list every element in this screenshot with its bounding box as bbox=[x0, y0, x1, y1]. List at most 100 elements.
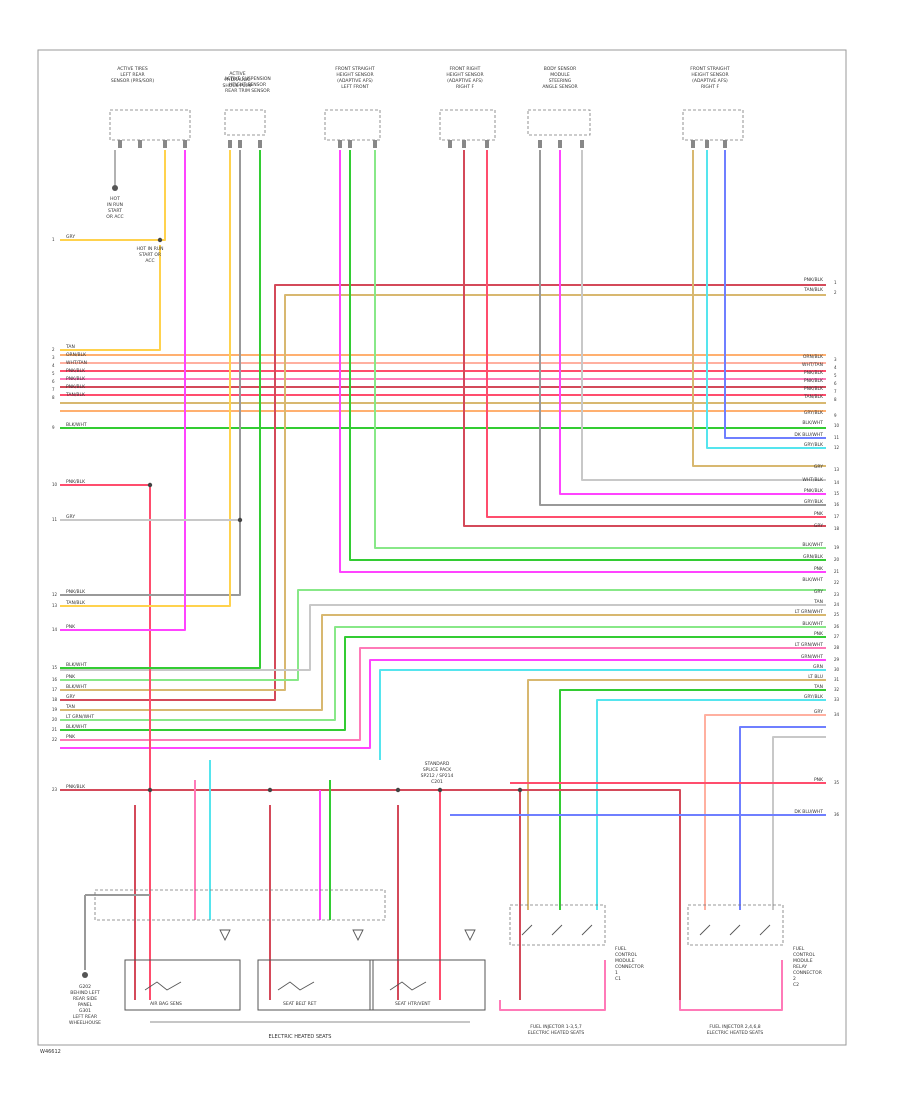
splice-label: SP212 / SP214 bbox=[421, 773, 454, 779]
wire-color-label: PNK bbox=[814, 631, 824, 637]
wire-color-label: BLK/WHT bbox=[66, 724, 87, 730]
feed-wire bbox=[60, 150, 186, 631]
pin-number: 36 bbox=[834, 812, 840, 817]
pin-number: 2 bbox=[52, 347, 55, 352]
wire-color-label: BLK/WHT bbox=[66, 684, 87, 690]
connector-pin bbox=[118, 140, 122, 148]
bus-wire-mid bbox=[60, 626, 826, 721]
module-label: SEAT HTR/VENT bbox=[395, 1001, 431, 1007]
pin-number: 23 bbox=[834, 592, 840, 597]
pin-number: 27 bbox=[834, 634, 840, 639]
component-label: HYDRAULIC bbox=[225, 77, 251, 83]
component-box bbox=[109, 109, 191, 141]
pin-number: 17 bbox=[52, 687, 58, 692]
pin-number: 11 bbox=[834, 435, 840, 440]
component-label: MODULE bbox=[550, 72, 570, 78]
splice-dot bbox=[147, 482, 153, 488]
connector-pin bbox=[183, 140, 187, 148]
wire-color-label: GRY/BLK bbox=[804, 694, 824, 700]
pin-number: 33 bbox=[834, 697, 840, 702]
switch-symbol bbox=[277, 981, 315, 991]
wire-color-label: BLK/WHT bbox=[802, 420, 823, 426]
component-label: HEIGHT SENSOR bbox=[336, 72, 373, 78]
relay-box bbox=[687, 904, 784, 946]
connector-pin bbox=[580, 140, 584, 148]
component-label: ACTIVE TIRES bbox=[117, 66, 148, 72]
relay-feed bbox=[739, 726, 826, 910]
ground-label: LEFT REAR bbox=[73, 1014, 97, 1020]
pin-number: 10 bbox=[52, 482, 58, 487]
wire-color-label: BLK/WHT bbox=[802, 542, 823, 548]
wire-color-label: LT BLU bbox=[808, 674, 823, 680]
component-label: ACTIVE bbox=[229, 71, 245, 77]
wire-color-label: GRN bbox=[813, 664, 823, 670]
pin-number: 3 bbox=[52, 355, 55, 360]
connector-pin bbox=[338, 140, 342, 148]
pin-number: 18 bbox=[834, 526, 840, 531]
component-label: STEERING bbox=[549, 78, 572, 84]
pin-number: 22 bbox=[52, 737, 58, 742]
pin-number: 26 bbox=[834, 624, 840, 629]
component-label: RIGHT F bbox=[701, 84, 720, 90]
feed-wire bbox=[60, 150, 241, 596]
pin-number: 16 bbox=[52, 677, 58, 682]
component-label: (ADAPTIVE AFS) bbox=[692, 78, 728, 84]
feed-wire bbox=[60, 484, 151, 1000]
wire-color-label: GRY bbox=[66, 234, 75, 240]
wire-color-label: GRY/BLK bbox=[804, 410, 824, 416]
wire-color-label: TAN/BLK bbox=[65, 392, 86, 398]
wire-color-label: GRY/BLK bbox=[804, 499, 824, 505]
wire-color-label: BLK/WHT bbox=[802, 621, 823, 627]
footer-code: W46612 bbox=[40, 1049, 61, 1055]
component-box bbox=[439, 109, 496, 141]
relay-label: CONNECTOR bbox=[793, 970, 822, 976]
pin-number: 16 bbox=[834, 502, 840, 507]
component-box bbox=[527, 109, 591, 136]
pin-number: 6 bbox=[52, 379, 55, 384]
feed-wire bbox=[60, 150, 261, 669]
wire-color-label: DK BLU/WHT bbox=[794, 809, 823, 815]
component-label: (ADAPTIVE AFS) bbox=[337, 78, 373, 84]
pin-number: 28 bbox=[834, 645, 840, 650]
pin-number: 29 bbox=[834, 657, 840, 662]
component-box bbox=[324, 109, 381, 141]
wire-color-label: TAN bbox=[65, 344, 75, 350]
wire-color-label: PNK/BLK bbox=[804, 370, 824, 376]
bus-wire-top bbox=[60, 294, 826, 691]
connector-pin bbox=[558, 140, 562, 148]
pin-number: 6 bbox=[834, 381, 837, 386]
connector-pin bbox=[373, 140, 377, 148]
relay-label: C1 bbox=[615, 976, 621, 982]
splice-dot bbox=[517, 787, 523, 793]
relay-label: 2 bbox=[793, 976, 796, 982]
relay-feed bbox=[772, 736, 826, 910]
wire-color-label: PNK bbox=[66, 674, 76, 680]
connector-pin bbox=[138, 140, 142, 148]
pin-number: 12 bbox=[834, 445, 840, 450]
connector-pin bbox=[238, 140, 242, 148]
connector-pin bbox=[538, 140, 542, 148]
wire-color-label: PNK bbox=[66, 624, 76, 630]
wire-color-label: PNK/BLK bbox=[66, 589, 86, 595]
wire-color-label: WHT/TAN bbox=[802, 362, 823, 368]
sensor-wire bbox=[692, 150, 826, 467]
wire-color-label: LT GRN/WHT bbox=[795, 642, 823, 648]
relay-label: 1 bbox=[615, 970, 618, 976]
wire-color-label: PNK/BLK bbox=[66, 368, 86, 374]
bus-wire-mid bbox=[60, 647, 826, 741]
relay-box bbox=[509, 904, 606, 946]
pin-number: 35 bbox=[834, 780, 840, 785]
relay-caption: FUEL INJECTOR 1-3,5,7 bbox=[530, 1024, 582, 1030]
return-wire bbox=[679, 960, 783, 1011]
relay-label: CONTROL bbox=[793, 952, 815, 958]
pin-number: 34 bbox=[834, 712, 840, 717]
splice-label: C201 bbox=[431, 779, 443, 785]
ground-label: START bbox=[108, 208, 122, 214]
connector-pin bbox=[228, 140, 232, 148]
module-group-box bbox=[94, 889, 386, 921]
ground-icon bbox=[112, 185, 118, 191]
wire-color-label: PNK/BLK bbox=[804, 488, 824, 494]
feed-wire bbox=[60, 150, 166, 241]
wire-color-label: GRY bbox=[66, 514, 75, 520]
sensor-wire bbox=[486, 150, 826, 518]
